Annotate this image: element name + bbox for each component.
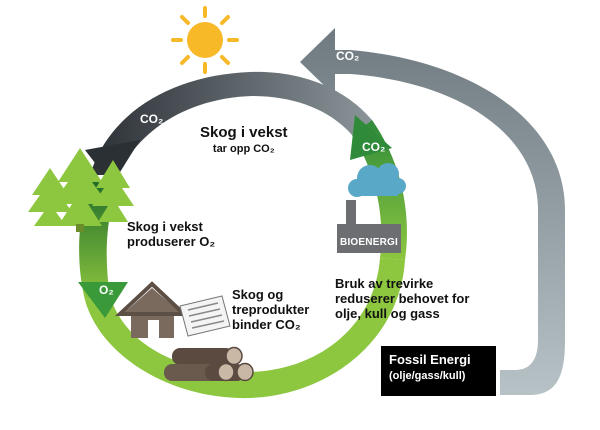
o2-tag-left: O₂: [99, 283, 114, 297]
bioenergy-label: BIOENERGI: [337, 233, 401, 253]
inner-co2-tag-top: CO₂: [140, 112, 164, 126]
sun-icon: [171, 6, 239, 74]
label-right-line1: Bruk av trevirke: [335, 276, 434, 291]
label-left-line1: Skog i vekst: [127, 219, 203, 234]
inner-left-arrowhead: [78, 282, 128, 318]
label-products-bind-co2: Skog og treprodukter binder CO₂: [232, 287, 310, 333]
label-forest-absorbs-co2: Skog i vekst tar opp CO₂: [200, 124, 288, 156]
cloud-icon: [348, 163, 406, 197]
label-left-line2: produserer O₂: [127, 233, 216, 249]
logs-icon: [164, 346, 254, 382]
outer-co2-arrow: [300, 28, 565, 395]
inner-co2-tag-right: CO₂: [362, 140, 386, 154]
inner-right-arrowhead: [350, 115, 392, 160]
label-top-sub: tar opp CO₂: [212, 143, 275, 156]
factory-icon: [337, 200, 401, 234]
label-center-line1: Skog og: [232, 287, 284, 302]
label-right-line3: olje, kull og gass: [335, 305, 440, 321]
inner-bottom-arc: [85, 258, 405, 399]
inner-top-arc: [90, 71, 372, 175]
label-center-line2: treprodukter: [232, 301, 310, 317]
label-forest-produces-o2: Skog i vekst produserer O₂: [127, 219, 216, 250]
house-icon: [114, 281, 190, 338]
trees-icon: [28, 148, 134, 232]
label-center-line3: binder CO₂: [232, 316, 301, 332]
fossil-energy-box: Fossil Energi (olje/gass/kull): [381, 346, 496, 396]
fossil-subtitle: (olje/gass/kull): [389, 370, 466, 382]
label-top-title: Skog i vekst: [200, 124, 288, 141]
outer-co2-tag: CO₂: [336, 49, 360, 63]
label-right-line2: reduserer behovet for: [335, 290, 470, 306]
fossil-title: Fossil Energi: [389, 352, 471, 367]
newspaper-icon: [179, 295, 231, 337]
label-wood-use-reduces: Bruk av trevirke reduserer behovet for o…: [335, 276, 470, 322]
